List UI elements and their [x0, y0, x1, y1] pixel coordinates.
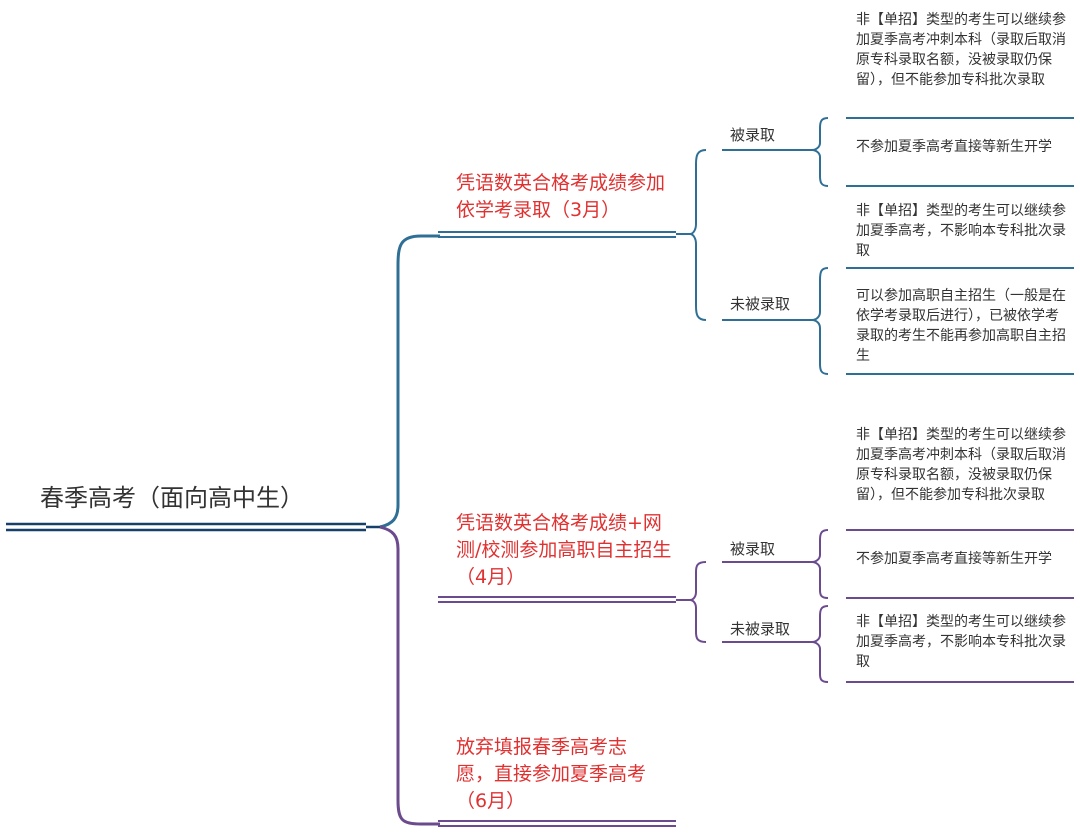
branch-node-1: 凭语数英合格考成绩参加依学考录取（3月） [456, 172, 666, 221]
leaf-note: 非【单招】类型的考生可以继续参加夏季高考冲刺本科（录取后取消原专科录取名额，没被… [856, 427, 1066, 503]
main-brace-upper [379, 234, 422, 529]
branch-brace [689, 149, 707, 321]
leaf-note: 可以参加高职自主招生（一般是在依学考录取后进行），已被依学考录取的考生不能再参加… [856, 288, 1066, 364]
sub-node-admitted: 被录取 [730, 126, 776, 144]
root-node: 春季高考（面向高中生） [40, 484, 304, 512]
sub-brace [811, 529, 829, 599]
leaf-note: 非【单招】类型的考生可以继续参加夏季高考，不影响本专科批次录取 [856, 614, 1066, 670]
sub-brace [811, 117, 829, 187]
sub-brace [811, 605, 829, 683]
branch-brace [689, 561, 707, 643]
branch-node-2: 凭语数英合格考成绩+网测/校测参加高职自主招生（4月） [456, 512, 672, 588]
main-brace-lower [379, 525, 422, 826]
leaf-note: 不参加夏季高考直接等新生开学 [856, 551, 1052, 567]
sub-brace [811, 267, 829, 375]
sub-node-admitted: 被录取 [730, 540, 776, 558]
branch-node-3: 放弃填报春季高考志愿，直接参加夏季高考（6月） [456, 736, 647, 812]
leaf-note: 不参加夏季高考直接等新生开学 [856, 139, 1052, 155]
sub-node-not-admitted: 未被录取 [730, 620, 791, 638]
leaf-note: 非【单招】类型的考生可以继续参加夏季高考冲刺本科（录取后取消原专科录取名额，没被… [856, 12, 1066, 88]
leaf-note: 非【单招】类型的考生可以继续参加夏季高考，不影响本专科批次录取 [856, 203, 1066, 259]
sub-node-not-admitted: 未被录取 [730, 295, 791, 313]
